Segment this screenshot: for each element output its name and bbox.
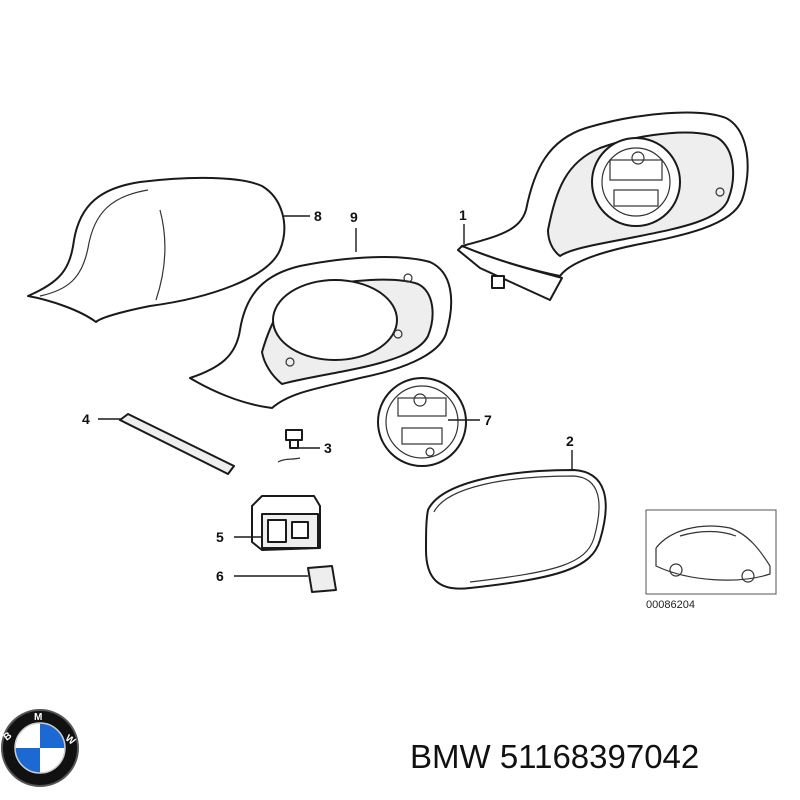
part-3-screw	[277, 429, 303, 463]
vehicle-thumbnail: 00086204	[645, 509, 777, 611]
callout-4: 4	[82, 411, 90, 427]
part-4-trim-strip	[119, 413, 235, 475]
callout-3: 3	[324, 440, 332, 456]
callout-1: 1	[459, 207, 467, 223]
caption-brand: BMW	[410, 738, 491, 775]
part-8-mirror-cap	[27, 176, 286, 323]
callout-8: 8	[314, 208, 322, 224]
part-9-mirror-frame	[189, 256, 453, 409]
caption-part-number: 51168397042	[499, 738, 700, 775]
leader-lines	[98, 215, 573, 577]
callout-5: 5	[216, 529, 224, 545]
part-caption: BMW 51168397042	[410, 738, 699, 776]
part-6-cover-cap	[307, 565, 337, 593]
reference-number: 00086204	[646, 599, 695, 611]
part-5-switch	[251, 495, 321, 551]
callouts: 8 9 1 4 3 5 6 7 2	[82, 207, 574, 584]
part-1-mirror-assembly	[457, 111, 749, 301]
callout-6: 6	[216, 568, 224, 584]
part-2-mirror-glass	[425, 469, 607, 590]
part-7-mirror-motor	[377, 377, 467, 467]
svg-text:M: M	[34, 712, 42, 723]
bmw-logo: B M W	[1, 709, 79, 787]
callout-9: 9	[350, 209, 358, 225]
callout-2: 2	[566, 433, 574, 449]
callout-7: 7	[484, 412, 492, 428]
